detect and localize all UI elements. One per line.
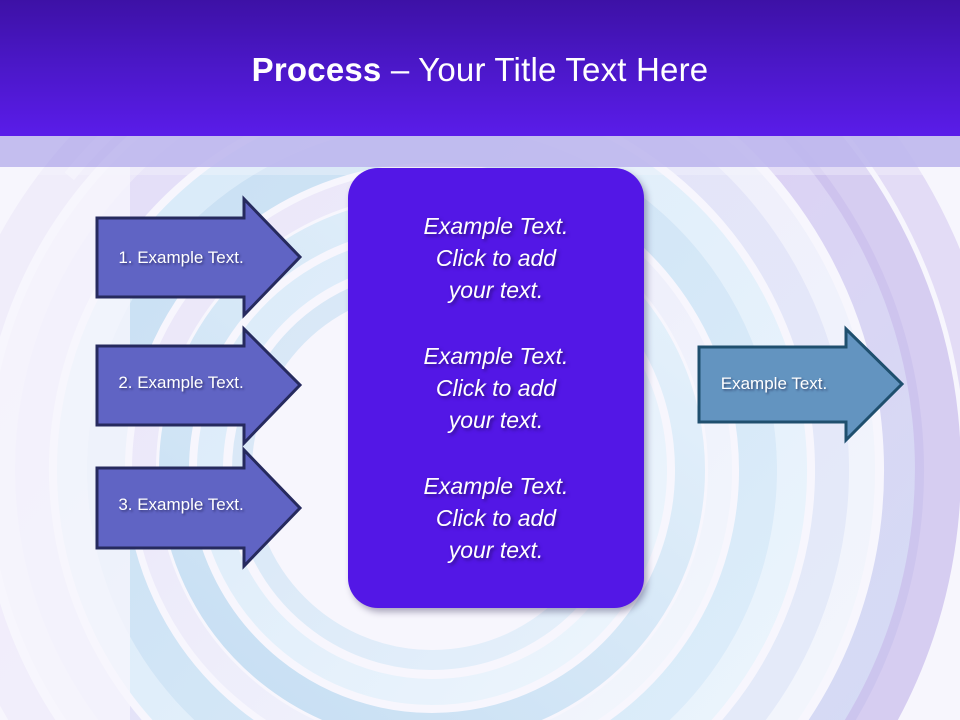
center-paragraph-3: Example Text. Click to add your text. (423, 473, 569, 563)
center-content-text: Example Text. Click to add your text. Ex… (348, 168, 644, 608)
input-arrow-1[interactable] (95, 195, 303, 319)
center-paragraph-2: Example Text. Click to add your text. (423, 343, 569, 433)
title-bar (0, 0, 960, 136)
center-paragraph-1: Example Text. Click to add your text. (423, 213, 569, 303)
input-arrow-3[interactable] (95, 446, 303, 570)
input-arrow-2[interactable] (95, 325, 303, 448)
center-content-panel[interactable]: Example Text. Click to add your text. Ex… (348, 168, 644, 608)
output-arrow[interactable] (697, 325, 905, 444)
page-title: Process – Your Title Text Here (0, 50, 960, 90)
title-underbar (0, 136, 960, 167)
page-title-rest: – Your Title Text Here (381, 51, 709, 88)
page-title-bold: Process (251, 51, 382, 88)
